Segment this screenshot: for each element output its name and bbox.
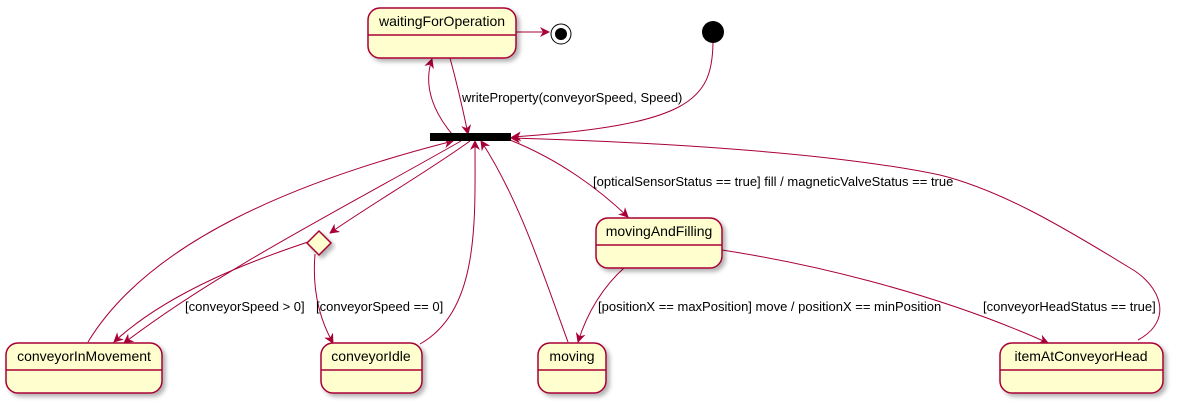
state-name-moving: moving (549, 348, 594, 364)
final-state (550, 23, 572, 45)
state-conveyor-in-movement: conveyorInMovement (5, 342, 163, 394)
state-item-at-conveyor-head: itemAtConveyorHead (999, 342, 1164, 394)
label-write-property: writeProperty(conveyorSpeed, Speed) (461, 90, 682, 105)
edge-conveyoridle-to-bar (419, 140, 481, 345)
edge-bar-to-waiting (424, 58, 453, 135)
state-name-waiting: waitingForOperation (378, 13, 505, 29)
edge-itematconveyorhead-to-bar (510, 133, 1161, 341)
state-moving: moving (537, 342, 607, 394)
edge-choice-to-conveyoridle (313, 253, 334, 344)
state-name-conveyor-idle: conveyorIdle (331, 348, 411, 364)
edge-bar-to-choice (329, 140, 471, 234)
state-waiting-for-operation: waitingForOperation (367, 7, 517, 59)
state-name-conveyor-in-movement: conveyorInMovement (17, 348, 151, 364)
edge-choice-to-conveyorinmovement (113, 241, 309, 343)
state-name-moving-and-filling: movingAndFilling (606, 223, 713, 239)
edge-initial-to-bar (511, 42, 714, 142)
label-conveyor-head: [conveyorHeadStatus == true] (983, 299, 1156, 314)
fork-join-bar (430, 133, 511, 141)
choice-node (305, 229, 333, 257)
edge-movingandfilling-to-moving (575, 266, 626, 343)
edge-conveyorinmovement-to-bar (87, 138, 454, 343)
edge-movingandfilling-to-itematconveyorhead (721, 249, 1049, 344)
edge-waiting-to-bar (449, 57, 472, 135)
edge-moving-to-bar (480, 140, 569, 343)
state-conveyor-idle: conveyorIdle (320, 342, 423, 394)
label-speed-zero: [conveyorSpeed == 0] (316, 299, 443, 314)
label-position-move: [positionX == maxPosition] move / positi… (598, 299, 941, 314)
initial-state (702, 21, 724, 43)
state-moving-and-filling: movingAndFilling (595, 217, 723, 269)
edge-bar-to-movingandfilling (509, 139, 629, 218)
edge-bar-to-conveyorinmovement (123, 140, 462, 344)
label-optical-sensor: [opticalSensorStatus == true] fill / mag… (593, 174, 953, 189)
state-name-item-at-conveyor-head: itemAtConveyorHead (1014, 348, 1147, 364)
label-speed-positive: [conveyorSpeed > 0] (185, 299, 305, 314)
